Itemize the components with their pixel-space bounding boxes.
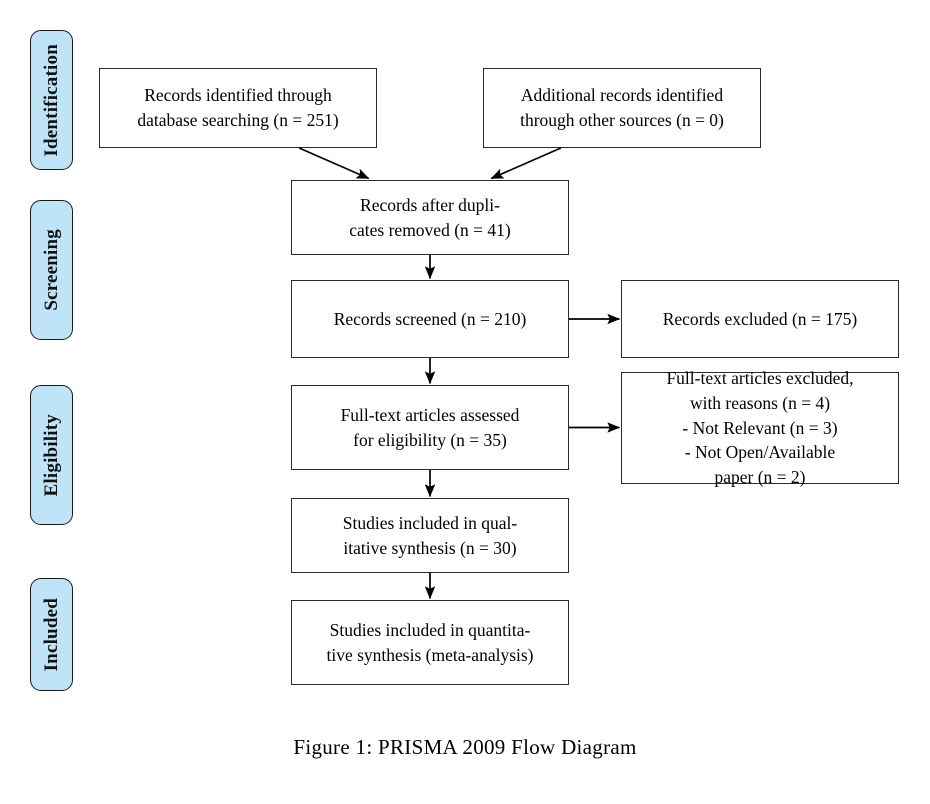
phase-tab-label: Screening xyxy=(41,229,62,311)
flow-box-text: Additional records identified through ot… xyxy=(520,85,724,130)
flow-box-text: Studies included in qual- itative synthe… xyxy=(342,512,518,558)
connector-other-to-duplicates xyxy=(490,147,562,180)
figure-caption: Figure 1: PRISMA 2009 Flow Diagram xyxy=(293,735,637,759)
phase-tab-screening: Screening xyxy=(30,200,73,340)
flow-box-studies-quantitative: Studies included in quantita- tive synth… xyxy=(291,600,569,685)
phase-tab-identification: Identification xyxy=(30,30,73,170)
phase-tab-label: Included xyxy=(41,597,62,672)
phase-tab-label: Identification xyxy=(41,43,62,157)
flow-box-studies-qualitative: Studies included in qual- itative synthe… xyxy=(291,498,569,573)
flow-box-records-identified-other: Additional records identified through ot… xyxy=(483,68,761,148)
connector-database-to-duplicates xyxy=(298,147,370,180)
flow-box-text: Records excluded (n = 175) xyxy=(662,308,858,329)
flow-box-fulltext-excluded: Full-text articles excluded, with reason… xyxy=(621,368,899,487)
flow-box-text: Full-text articles assessed for eligibil… xyxy=(340,404,520,450)
flow-box-records-after-duplicates: Records after dupli- cates removed (n = … xyxy=(291,180,569,255)
flow-box-records-screened: Records screened (n = 210) xyxy=(291,280,569,358)
phase-tab-label: Eligibility xyxy=(41,413,62,497)
flow-box-fulltext-assessed: Full-text articles assessed for eligibil… xyxy=(291,385,569,470)
flow-box-text: Records screened (n = 210) xyxy=(333,308,527,329)
phase-tab-included: Included xyxy=(30,578,73,691)
flow-box-text: Records after dupli- cates removed (n = … xyxy=(349,194,511,240)
phase-tab-eligibility: Eligibility xyxy=(30,385,73,525)
flow-box-records-excluded: Records excluded (n = 175) xyxy=(621,280,899,358)
flow-box-records-identified-database: Records identified through database sear… xyxy=(99,68,377,148)
flow-box-text: Studies included in quantita- tive synth… xyxy=(326,619,534,665)
flow-box-text: Records identified through database sear… xyxy=(137,85,339,130)
flow-box-text: Full-text articles excluded, with reason… xyxy=(666,367,854,488)
